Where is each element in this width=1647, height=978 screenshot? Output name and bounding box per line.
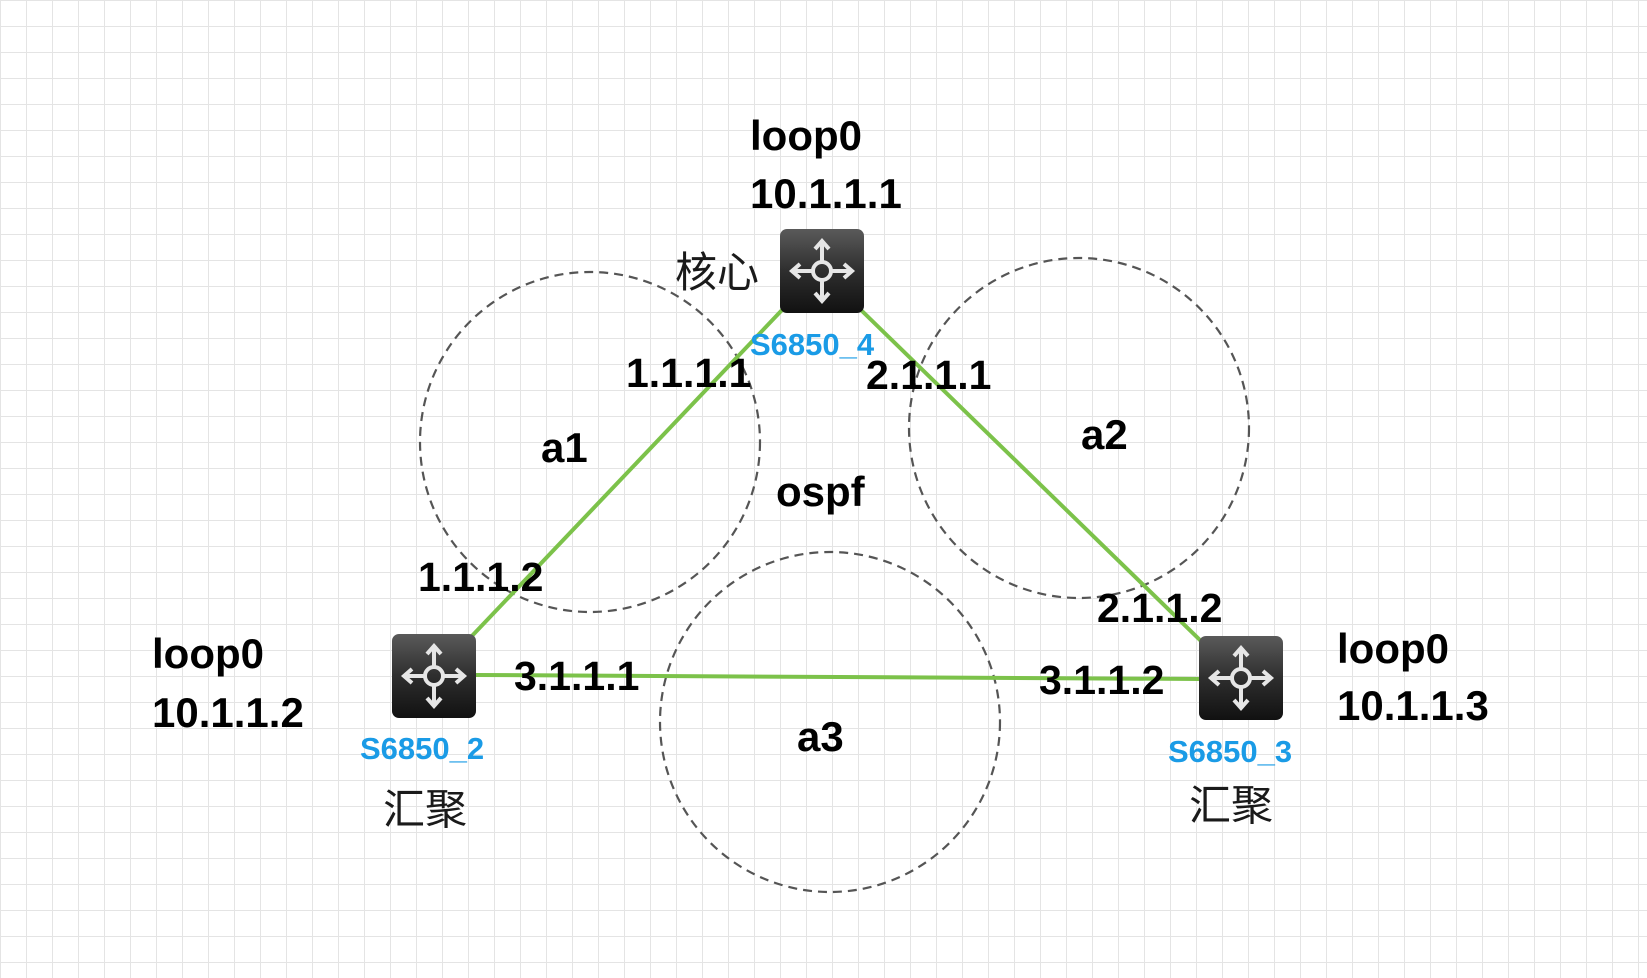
link-core-right [859, 308, 1205, 645]
area-a3-label: a3 [797, 713, 844, 760]
right-loop-label: loop0 [1337, 625, 1449, 672]
ospf-label: ospf [776, 468, 866, 515]
area-a1-circle [418, 270, 762, 614]
core-switch[interactable] [780, 229, 864, 313]
left-right-ip-right: 3.1.1.2 [1039, 657, 1164, 703]
area-a2-label: a2 [1081, 411, 1128, 458]
core-loop-label: loop0 [750, 112, 862, 159]
core-role-label: 核心 [675, 248, 759, 297]
left-switch[interactable] [392, 634, 476, 718]
layer3-switch-icon [780, 229, 864, 313]
right-loop-ip: 10.1.1.3 [1337, 682, 1489, 729]
left-role-label: 汇聚 [383, 785, 467, 834]
area-a2-circle [907, 256, 1251, 600]
left-right-ip-left: 3.1.1.1 [514, 653, 639, 699]
core-left-ip-core: 1.1.1.1 [626, 350, 751, 396]
layer3-switch-icon [392, 634, 476, 718]
link-left-right [475, 673, 1201, 681]
left-loop-label: loop0 [152, 630, 264, 677]
core-left-ip-left: 1.1.1.2 [418, 554, 543, 600]
area-a1-label: a1 [541, 424, 588, 471]
core-device-name: S6850_4 [750, 327, 875, 362]
core-loop-ip: 10.1.1.1 [750, 170, 902, 217]
right-device-name: S6850_3 [1168, 734, 1292, 769]
core-right-ip-right: 2.1.1.2 [1097, 585, 1222, 631]
left-loop-ip: 10.1.1.2 [152, 689, 304, 736]
layer3-switch-icon [1199, 636, 1283, 720]
area-a3-circle [658, 550, 1002, 894]
right-role-label: 汇聚 [1189, 781, 1273, 830]
left-device-name: S6850_2 [360, 731, 484, 766]
core-right-ip-core: 2.1.1.1 [866, 352, 991, 398]
right-switch[interactable] [1199, 636, 1283, 720]
link-core-left [468, 308, 784, 640]
